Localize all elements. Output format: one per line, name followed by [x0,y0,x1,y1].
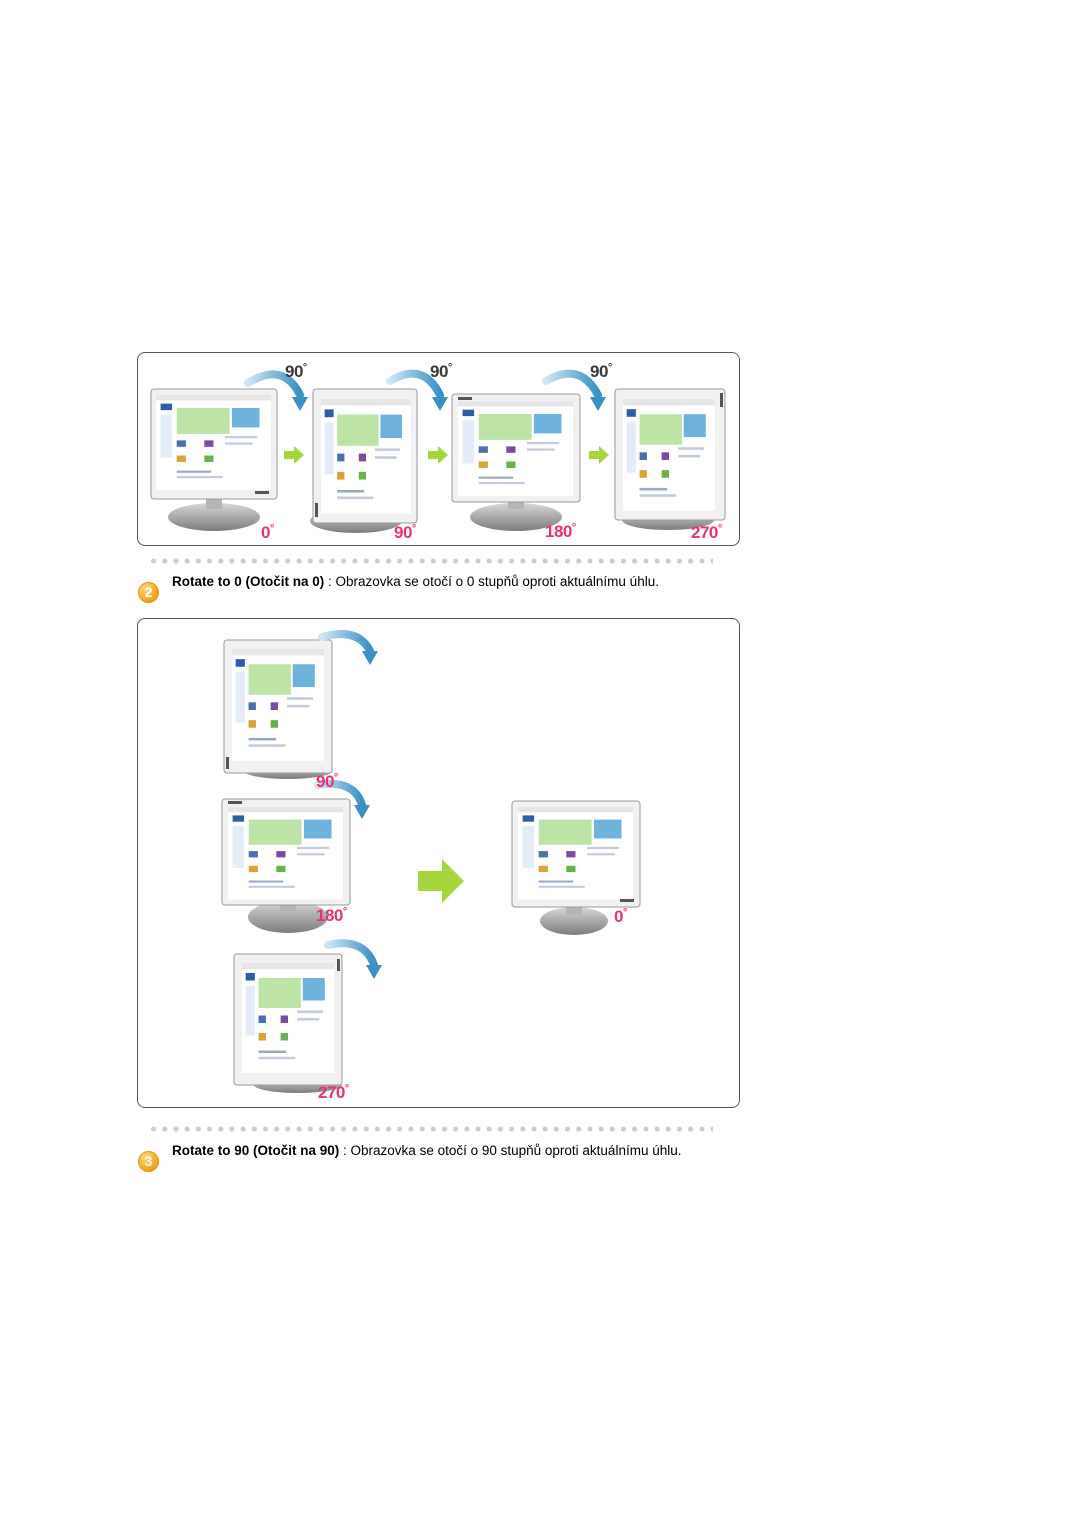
monitor-0-degrees [150,388,278,531]
monitor-270-degrees [233,953,343,1093]
angle-label: 0° [261,523,274,542]
rotate-arrow-icon [314,780,370,819]
rotate-arrow-icon [324,939,382,979]
rotate-to-zero-panel: 90° 180° 270° 0° [137,618,740,1108]
dotted-divider [148,1125,713,1133]
angle-label: 180° [545,522,576,541]
step-text: Rotate to 0 (Otočit na 0) : Obrazovka se… [172,574,692,590]
rotation-sequence-illustration [150,369,726,533]
rotation-sequence-panel: 90° 90° 90° 0° 90° 180° 270° [137,352,740,546]
rotation-label: 90° [590,362,612,381]
next-arrow-icon [589,446,609,464]
rotation-label: 90° [285,362,307,381]
result-arrow-icon [418,859,464,903]
angle-label: 90° [316,772,338,791]
result-angle-label: 0° [614,907,627,926]
rotate-to-zero-illustration [221,630,641,1093]
monitor-90-degrees [223,639,333,779]
rotate-arrow-icon [542,369,606,411]
angle-label: 270° [318,1083,349,1102]
angle-label: 180° [316,906,347,925]
angle-label: 270° [691,523,722,542]
rotate-arrow-icon [244,370,308,411]
next-arrow-icon [428,446,448,464]
step-title: Rotate to 0 (Otočit na 0) [172,574,325,589]
dotted-divider [148,557,713,565]
rotation-label: 90° [430,362,452,381]
rotate-arrow-icon [386,369,448,411]
step-body: : Obrazovka se otočí o 90 stupňů oproti … [339,1143,682,1158]
step-body: : Obrazovka se otočí o 0 stupňů oproti a… [324,574,659,589]
step-number-badge: 2 [138,582,159,603]
step-title: Rotate to 90 (Otočit na 90) [172,1143,340,1158]
step-text: Rotate to 90 (Otočit na 90) : Obrazovka … [172,1143,692,1159]
monitor-180-degrees [451,393,581,531]
monitor-180-degrees [221,798,351,933]
rotate-arrow-icon [318,630,378,665]
monitor-270-degrees [614,388,726,530]
next-arrow-icon [284,446,304,464]
step-number-badge: 3 [138,1151,159,1172]
monitor-0-degrees-result [511,800,641,935]
angle-label: 90° [394,523,416,542]
monitor-90-degrees [310,388,418,533]
